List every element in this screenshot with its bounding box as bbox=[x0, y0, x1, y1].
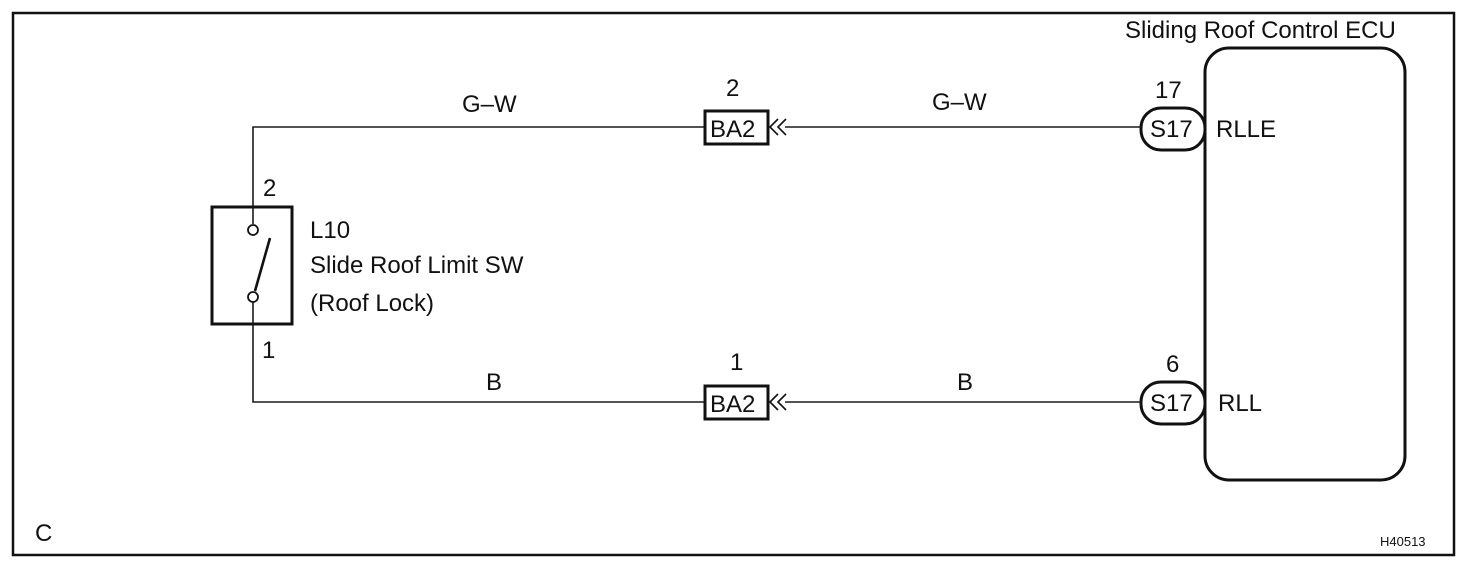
ecu-body bbox=[1203, 46, 1407, 482]
ecu-connector-bottom bbox=[1139, 380, 1207, 426]
ecu-connector-top-label: S17 bbox=[1150, 116, 1193, 143]
ecu-connector-top bbox=[1139, 106, 1207, 152]
corner-letter: C bbox=[35, 520, 52, 547]
figure-code: H40513 bbox=[1380, 534, 1426, 549]
junction-top-chevrons bbox=[768, 118, 787, 136]
switch-name: Slide Roof Limit SW bbox=[310, 252, 524, 279]
junction-top-box bbox=[703, 109, 770, 146]
junction-top-label: BA2 bbox=[710, 116, 755, 143]
wire-bottom-right-color: B bbox=[957, 369, 973, 396]
wire-top-left-color: G–W bbox=[462, 91, 517, 118]
wire-bottom-left bbox=[252, 300, 705, 403]
junction-bottom-box bbox=[703, 384, 770, 421]
ecu-connector-bottom-label: S17 bbox=[1150, 390, 1193, 417]
switch-contact-bottom bbox=[247, 291, 259, 303]
switch-contact-top bbox=[247, 224, 259, 236]
switch-blade-icon bbox=[253, 237, 272, 292]
ecu-terminal-bottom: RLL bbox=[1218, 390, 1262, 417]
switch-pin-top: 2 bbox=[263, 175, 276, 202]
switch-pin-bottom: 1 bbox=[262, 337, 275, 364]
ecu-pin-bottom-number: 6 bbox=[1166, 351, 1179, 378]
junction-top-pin: 2 bbox=[726, 75, 739, 102]
ecu-pin-top-number: 17 bbox=[1155, 77, 1182, 104]
junction-bottom-label: BA2 bbox=[710, 391, 755, 418]
junction-bottom-chevrons bbox=[768, 393, 787, 411]
switch-code: L10 bbox=[310, 217, 350, 244]
ecu-terminal-top: RLLE bbox=[1216, 116, 1276, 143]
wire-top-right-color: G–W bbox=[932, 89, 987, 116]
ecu-title: Sliding Roof Control ECU bbox=[1125, 17, 1396, 44]
junction-bottom-pin: 1 bbox=[730, 349, 743, 376]
wire-top-left bbox=[252, 126, 705, 228]
wire-bottom-left-color: B bbox=[486, 369, 502, 396]
switch-subname: (Roof Lock) bbox=[310, 290, 434, 317]
diagram-frame bbox=[11, 11, 1456, 557]
